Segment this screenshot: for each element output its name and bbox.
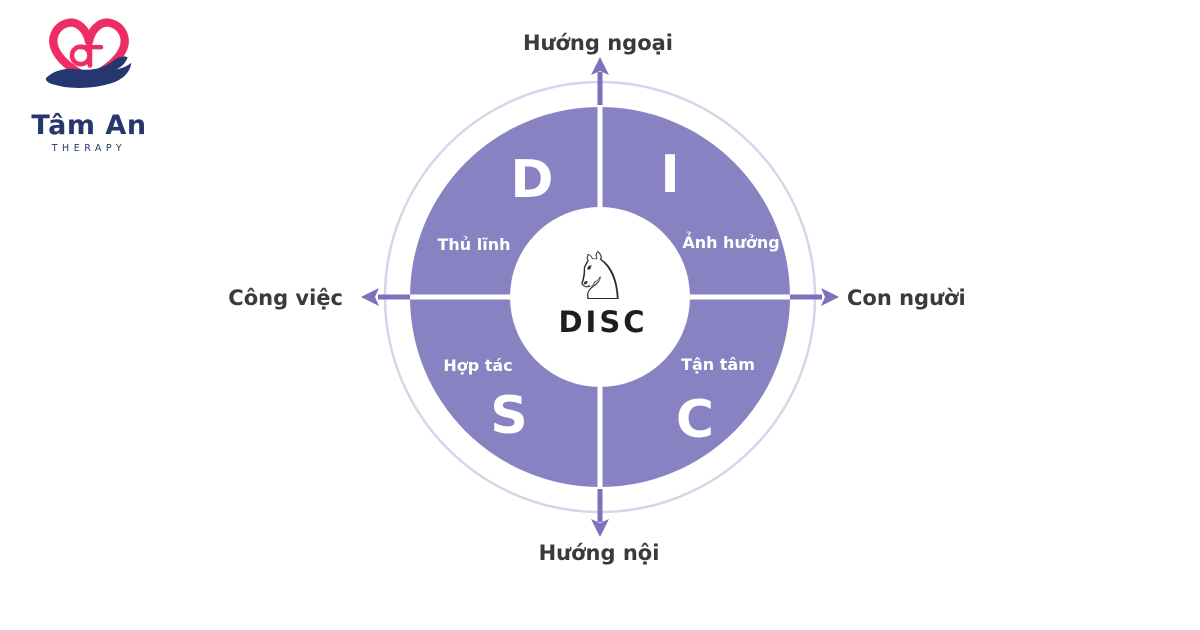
heart-in-hand-icon: [45, 18, 132, 88]
brand-name: Tâm An: [31, 110, 147, 141]
axis-label-left: Công việc: [228, 286, 343, 310]
arrow-up-head: [591, 57, 609, 75]
brand-logo: Tâm An THERAPY: [14, 14, 164, 154]
quadrant-label-s: Hợp tác: [443, 356, 512, 375]
axis-label-bottom: Hướng nội: [539, 541, 660, 565]
arrow-down-head: [591, 519, 609, 537]
chess-knight-icon: ♘: [570, 238, 629, 315]
center-title: DISC: [558, 305, 647, 339]
quadrant-letter-i: I: [660, 145, 679, 205]
quadrant-letter-d: D: [510, 150, 553, 210]
axis-label-right: Con người: [847, 286, 966, 310]
axis-arrows: [361, 57, 839, 537]
quadrant-letter-c: C: [676, 390, 714, 450]
quadrant-label-i: Ảnh hưởng: [682, 231, 779, 252]
quadrant-label-d: Thủ lĩnh: [437, 235, 510, 254]
hand-shape: [45, 56, 132, 88]
quadrant-label-c: Tận tâm: [681, 355, 755, 374]
center-circle: [510, 207, 690, 387]
brand-tagline: THERAPY: [51, 143, 127, 154]
quadrant-letter-s: S: [490, 386, 527, 446]
axis-label-top: Hướng ngoại: [523, 31, 673, 55]
cross-circle-icon: [69, 35, 104, 68]
arrow-right-head: [821, 288, 839, 306]
arrow-left-head: [361, 288, 379, 306]
